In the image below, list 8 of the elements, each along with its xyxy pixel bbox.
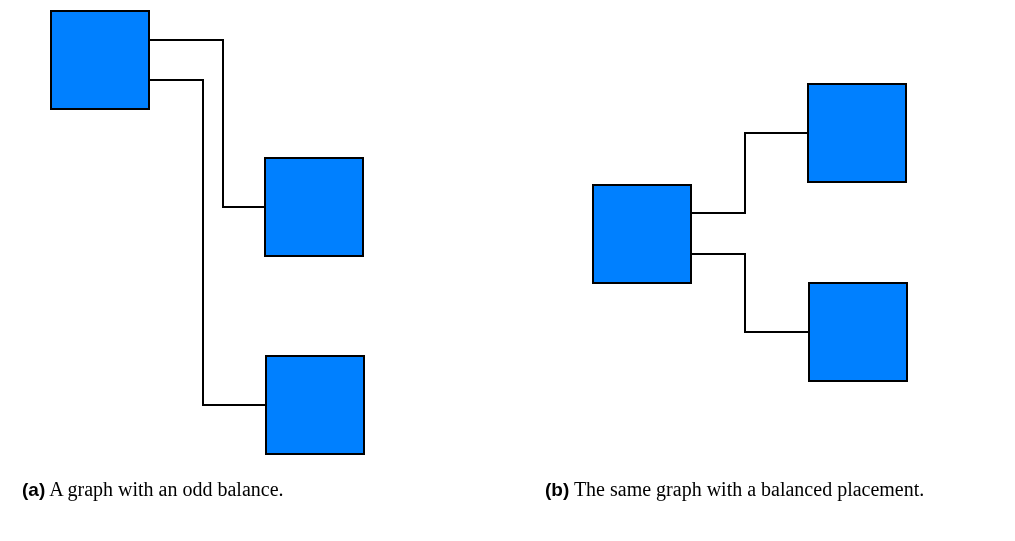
square-box: [808, 282, 908, 382]
figure-caption: (b) The same graph with a balanced placement.: [545, 477, 926, 503]
square-box: [807, 83, 907, 183]
square-box: [50, 10, 150, 110]
figure-caption: (a) A graph with an odd balance.: [22, 477, 285, 503]
square-box: [265, 355, 365, 455]
square-box: [264, 157, 364, 257]
square-box: [592, 184, 692, 284]
